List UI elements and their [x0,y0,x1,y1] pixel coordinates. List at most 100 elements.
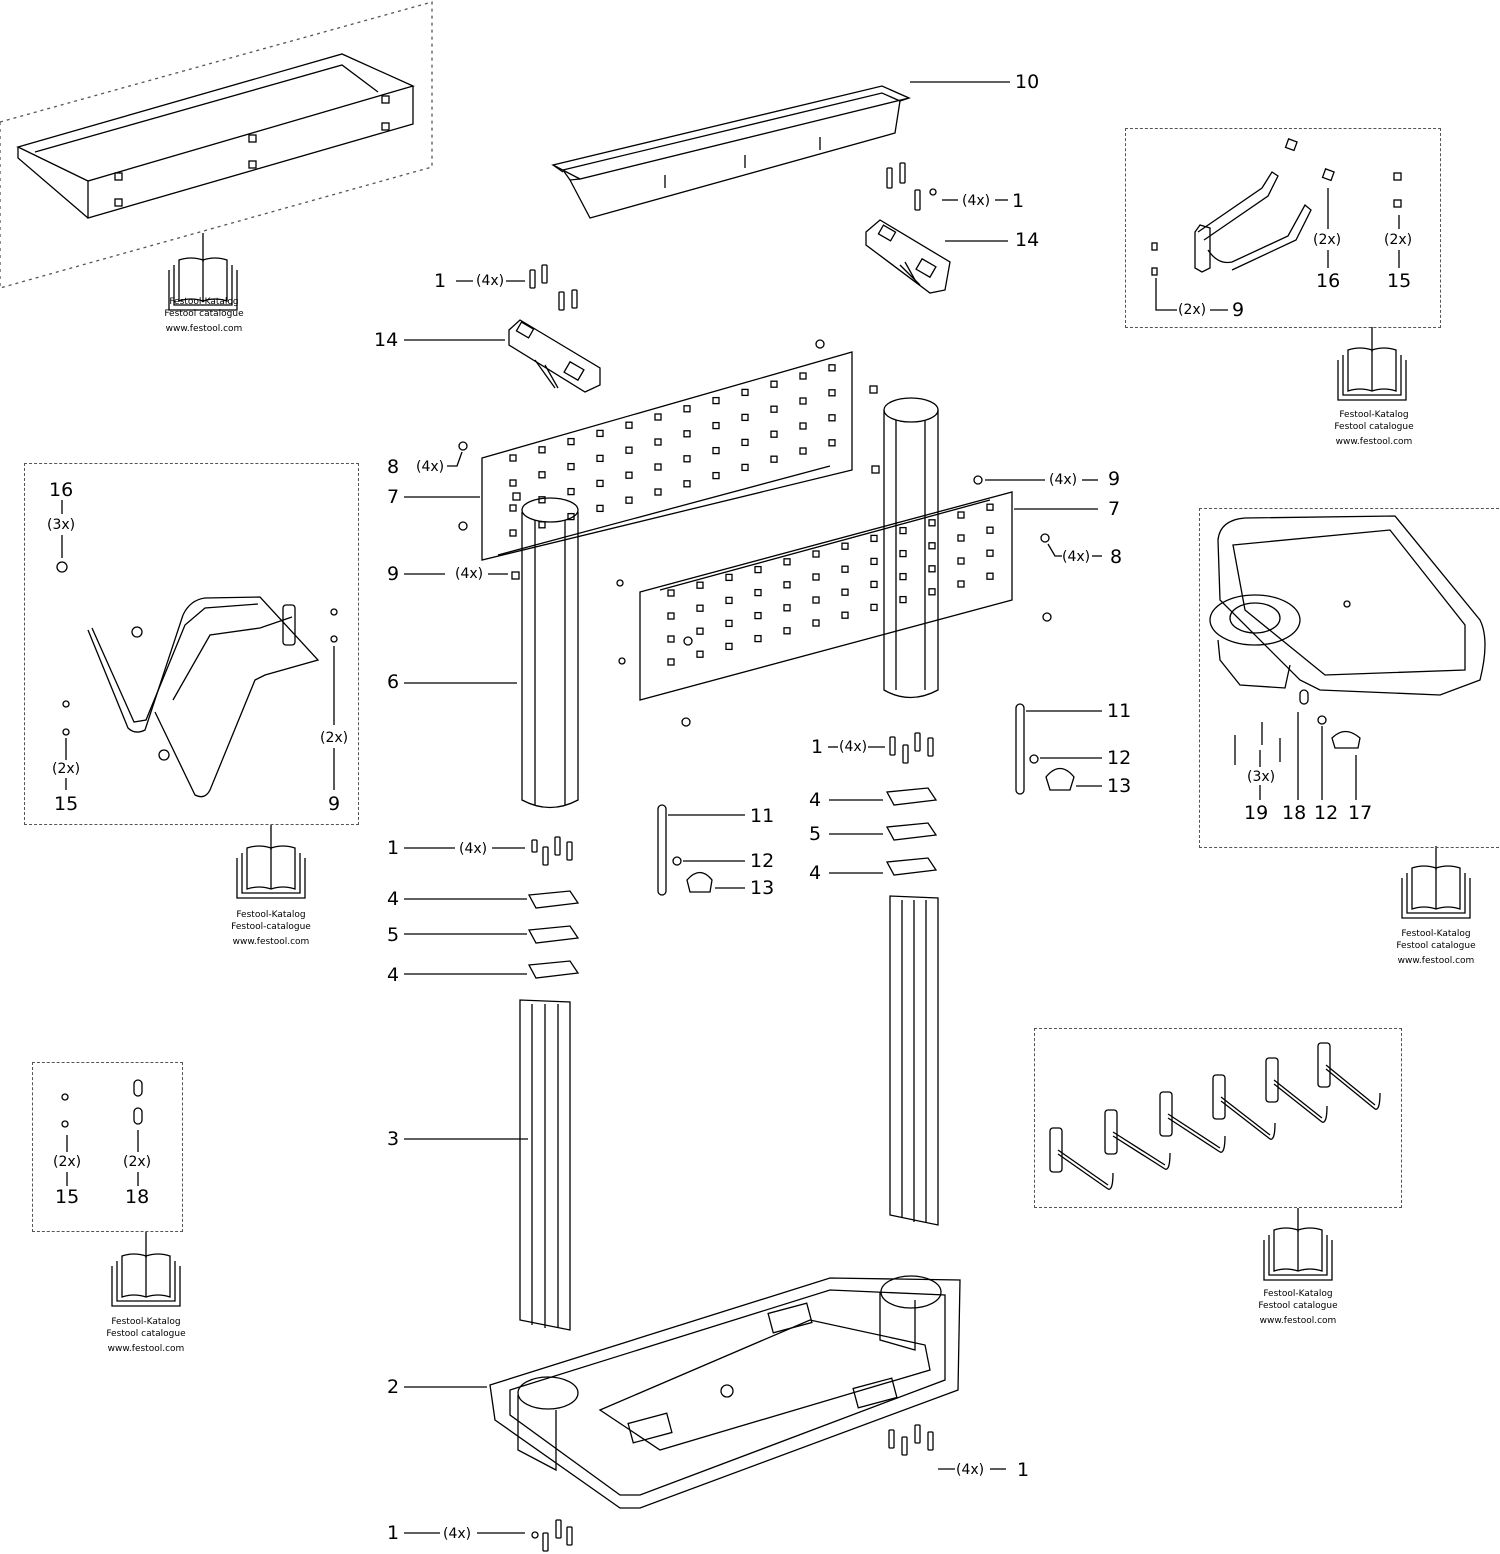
part-label-18: 18 [125,1186,150,1208]
pegboard-hole [654,438,662,446]
peg-hook [1049,1127,1114,1190]
pegboard-hole [799,447,807,455]
pegboard-hole [828,389,836,397]
pegboard-hole [509,504,517,512]
pegboard-hole [870,534,878,543]
hook-set-kit-frame [1034,1028,1402,1208]
quantity-label: (4x) [962,193,991,209]
optional-shelf-kit-frame [0,1,433,289]
part-label-16: 16 [49,479,74,501]
pegboard-hole [986,549,994,557]
quantity-label: (3x) [1247,769,1276,785]
pegboard-hole [928,519,936,527]
catalogue-title: Festool-Katalog [1339,410,1409,420]
pegboard-hole [899,549,907,558]
pegboard-hole [725,596,733,605]
part-label-9: 9 [328,793,341,815]
quantity-label: (2x) [1384,232,1413,248]
pegboard-hole [783,581,791,589]
part-label-10: 10 [1015,71,1040,93]
pegboard-hole [667,612,675,620]
part-label-7: 7 [387,486,400,508]
part-label-4: 4 [387,964,400,986]
pegboard-hole [538,496,546,504]
pegboard-hole [828,364,836,372]
pegboard-hole [509,529,517,537]
part-14-clamp-left [508,319,601,393]
catalogue-url[interactable]: www.festool.com [1335,437,1413,447]
quantity-label: (4x) [476,273,505,289]
pegboard-hole [957,557,965,565]
part-label-18: 18 [1282,802,1307,824]
catalogue-book-icon [111,1253,181,1307]
pegboard-hole [683,430,691,438]
pegboard-hole [870,557,878,566]
quantity-label: (4x) [1049,472,1078,488]
part-label-15: 15 [55,1186,80,1208]
part-2-base [489,1275,961,1509]
catalogue-reference: Festool-Katalog Festool catalogue www.fe… [1238,1288,1358,1327]
pegboard-hole [841,588,849,596]
pegboard-hole [654,413,662,421]
shelf-accessory [16,53,415,219]
catalogue-url[interactable]: www.festool.com [107,1344,185,1354]
catalogue-title: Festool-Katalog [1263,1289,1333,1299]
part-label-1: 1 [1012,190,1025,212]
screws-part-1-top-left [529,264,578,311]
pegboard-hole [725,573,733,582]
quantity-label: (3x) [47,517,76,533]
pegboard-hole [741,413,749,422]
pegboard-hole [957,580,965,588]
catalogue-url[interactable]: www.festool.com [165,324,243,334]
pegboard-hole [957,534,965,542]
catalogue-title: Festool-Katalog [236,910,306,920]
pegboard-hole [667,635,675,643]
part-11-13-lock-right [1015,703,1075,795]
pegboard-hole [567,462,575,471]
pegboard-hole [754,611,762,620]
part-label-8: 8 [387,456,400,478]
pegboard-hole [712,446,720,455]
pegboard-hole [667,589,675,597]
part-14-clamp-right [865,219,951,294]
pegboard-hole [567,487,575,496]
pegboard-hole [712,421,720,430]
pegboard-hole [754,565,762,574]
pegboard-hole [596,429,604,438]
pegboard-hole [770,455,778,463]
pegboard-hole [870,580,878,589]
part-3-column-right [889,895,939,1226]
part-label-2: 2 [387,1376,400,1398]
part-7-pegboard-left [481,351,853,561]
pegboard-hole [770,430,778,438]
pegboard-hole [683,455,691,463]
catalogue-url[interactable]: www.festool.com [232,937,310,947]
screws-part-1-mid-left [531,836,573,866]
catalogue-url[interactable]: www.festool.com [1259,1316,1337,1326]
pegboard-hole [596,504,604,513]
part-11-13-lock-mid [657,804,713,896]
pegboard-hole [596,454,604,463]
pegboard-hole [928,588,936,596]
catalogue-title-en: Festool catalogue [1396,941,1476,951]
part-label-14: 14 [374,329,399,351]
part-7-pegboard-right [639,491,1013,701]
catalogue-book-icon [1401,865,1471,919]
part-label-9: 9 [1108,468,1121,490]
catalogue-reference: Festool-Katalog Festool catalogue www.fe… [1314,409,1434,448]
part-label-13: 13 [750,877,775,899]
pegboard-hole [683,405,691,413]
part-label-1: 1 [1017,1459,1030,1481]
part-label-7: 7 [1108,498,1121,520]
catalogue-book-icon [236,845,306,899]
pegboard-hole [783,604,791,612]
pegboard-hole [870,603,878,612]
pegboard-hole [812,573,820,581]
plates-part-4-5-left [527,890,580,979]
pegboard-hole [509,454,517,462]
small-parts-kit-bottom-left [61,1079,143,1128]
pegboard-hole [899,526,907,535]
pegboard-hole [783,627,791,635]
catalogue-url[interactable]: www.festool.com [1397,956,1475,966]
part-label-11: 11 [1107,700,1132,722]
